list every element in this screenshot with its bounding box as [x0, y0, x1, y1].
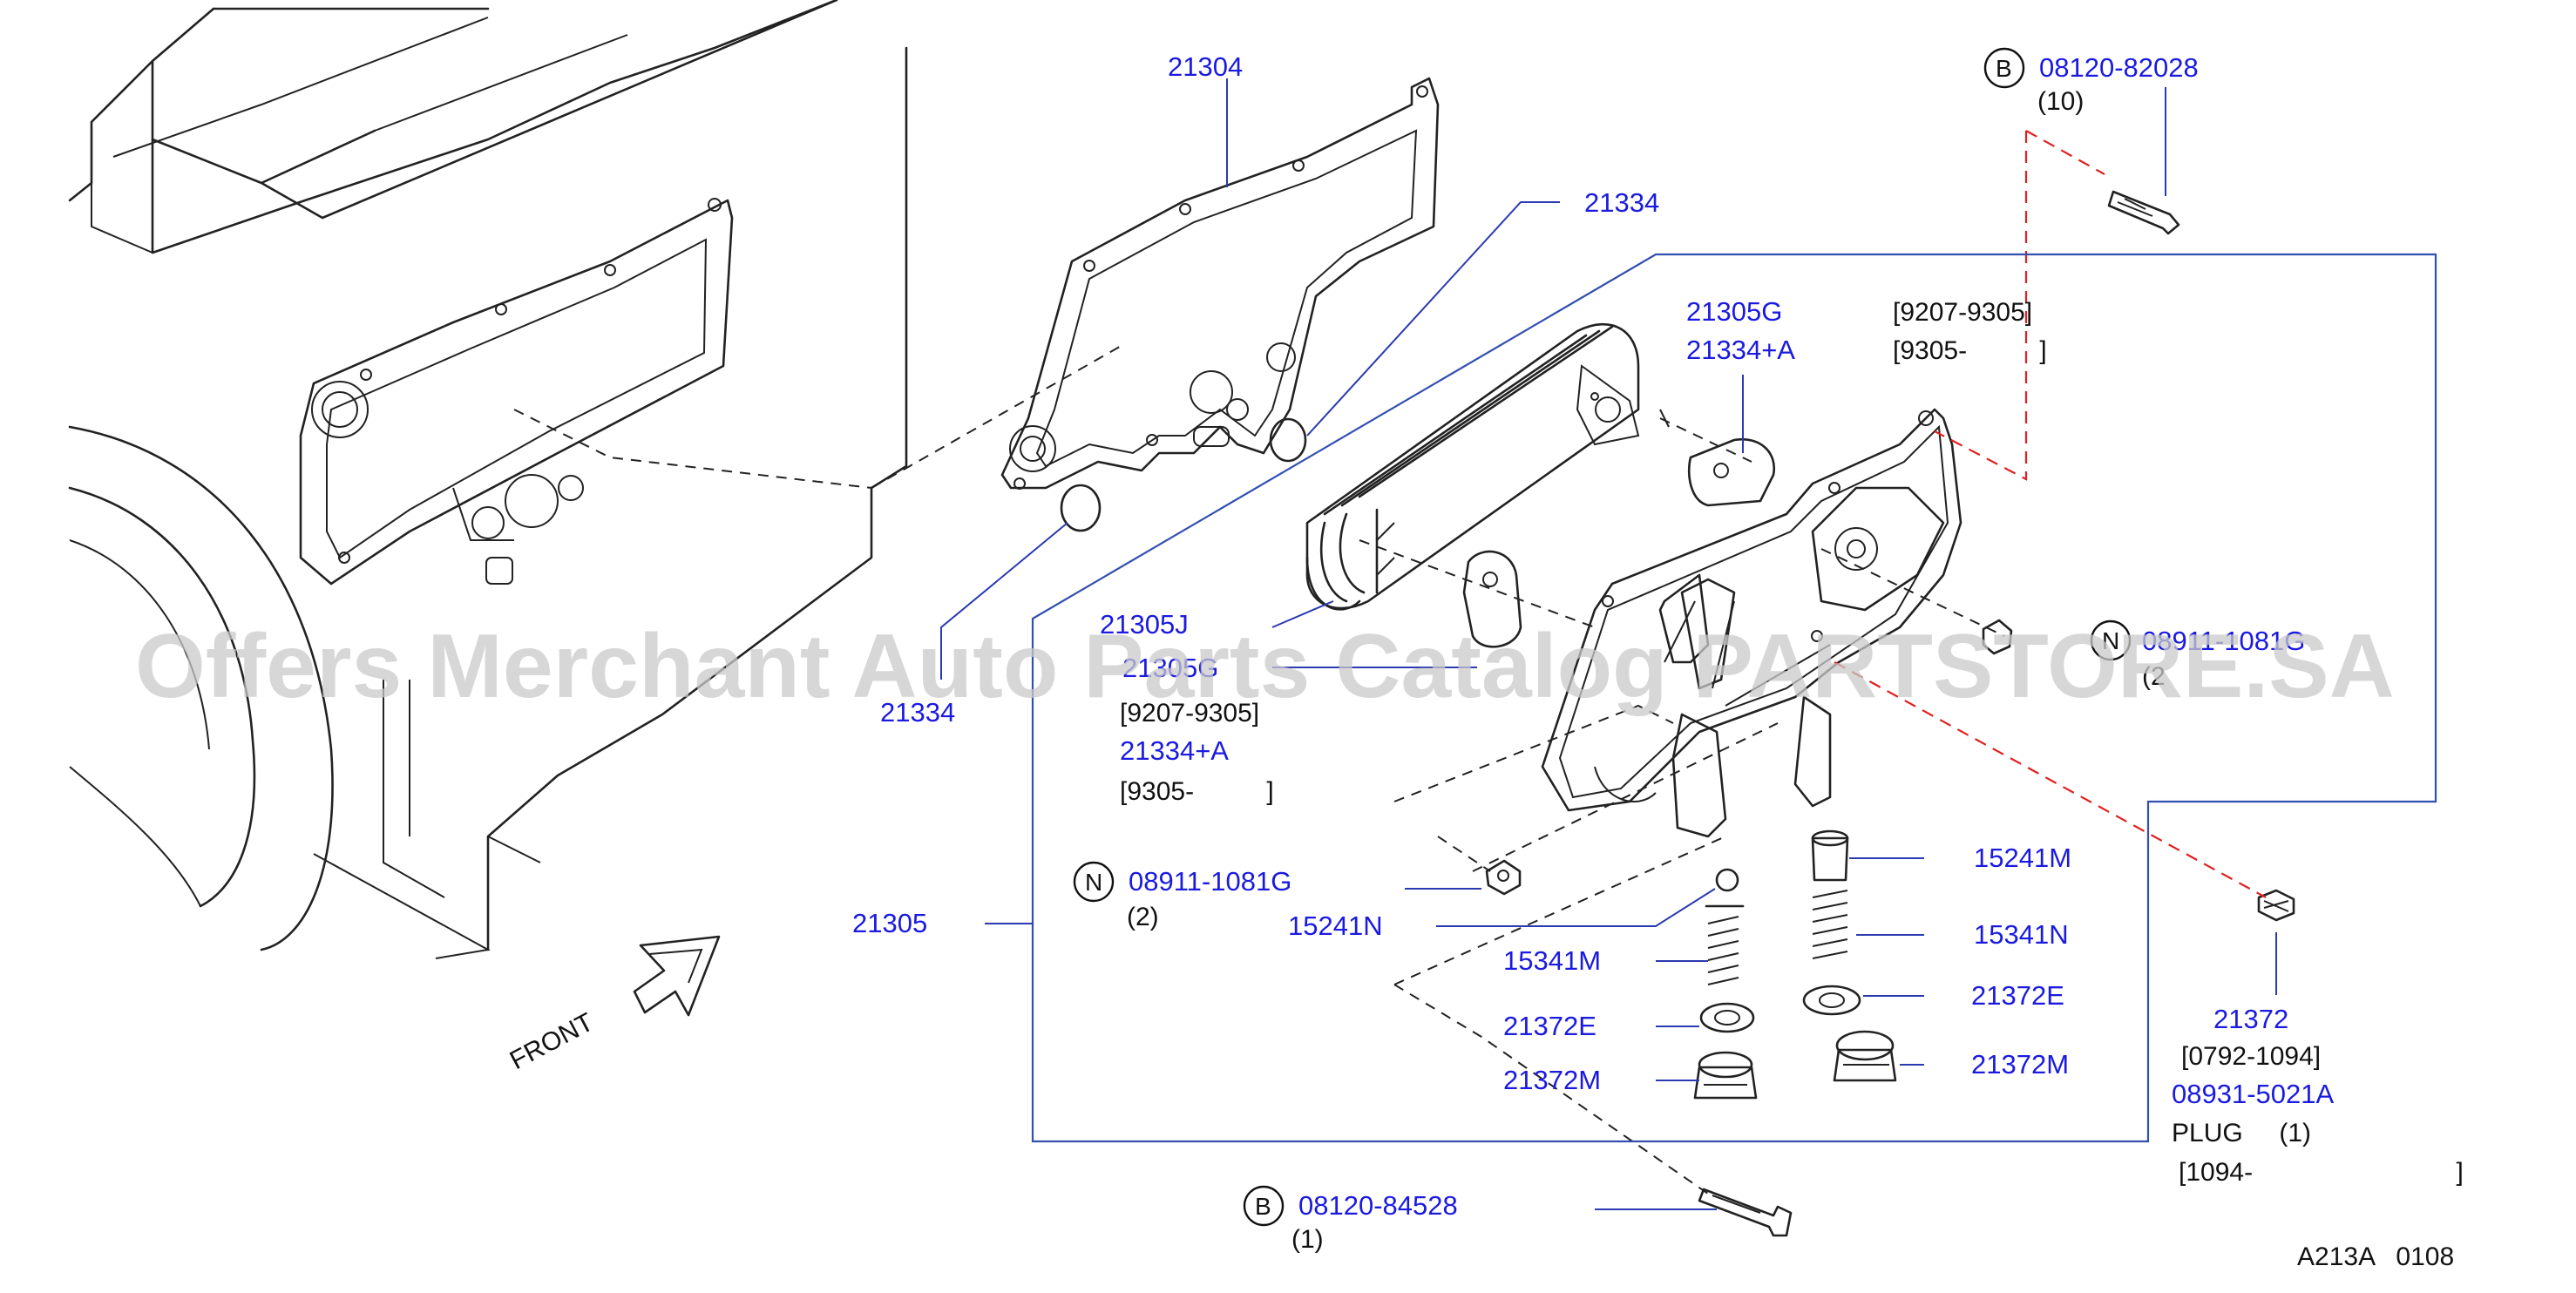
range-9305-top: [9305- ]: [1893, 336, 2047, 365]
range-1094: [1094- ]: [2179, 1158, 2464, 1187]
label-21372e-left[interactable]: 21372E: [1503, 1011, 1596, 1041]
plug-label: PLUG (1): [2172, 1119, 2311, 1147]
label-21305[interactable]: 21305: [852, 908, 927, 938]
label-21334a-top[interactable]: 21334+A: [1686, 335, 1795, 365]
label-08120-82028[interactable]: 08120-82028: [2039, 52, 2199, 83]
qty-08911-left: (2): [1127, 903, 1159, 931]
nut-right-marker-icon: [2090, 619, 2132, 661]
front-label: FRONT: [505, 1008, 599, 1076]
label-21334-left[interactable]: 21334: [880, 697, 955, 728]
oil-cooler-core: [1305, 322, 1670, 611]
label-08931-5021a[interactable]: 08931-5021A: [2172, 1079, 2334, 1109]
bolt-08120-84528: [1698, 1188, 1793, 1237]
range-9305-mid: [9305- ]: [1120, 777, 1274, 806]
gasket-21304: [1000, 77, 1440, 490]
gasket-21305j: [1462, 550, 1522, 648]
label-08911-1081g-left[interactable]: 08911-1081G: [1129, 866, 1291, 897]
label-21372m-left[interactable]: 21372M: [1503, 1065, 1601, 1095]
bolt-08120-82028: [2107, 190, 2180, 235]
label-15241m[interactable]: 15241M: [1974, 843, 2071, 873]
watermark: Offers Merchant Auto Parts Catalog PARTS…: [135, 616, 2395, 717]
nut-left-marker: N: [1085, 869, 1102, 896]
label-15341n[interactable]: 15341N: [1974, 919, 2069, 950]
diagram-code: A213A 0108: [2297, 1242, 2454, 1271]
front-arrow: [633, 935, 721, 1017]
label-08120-84528[interactable]: 08120-84528: [1298, 1190, 1458, 1221]
gasket-21334a: [1687, 437, 1776, 507]
assembly-outline: [1031, 253, 2437, 1143]
bolt-top-marker: B: [1996, 55, 2012, 82]
label-21305g-mid[interactable]: 21305G: [1122, 653, 1218, 683]
oil-cooler-housing: [1541, 408, 1963, 838]
range-9207-9305-mid: [9207-9305]: [1120, 699, 1259, 728]
plug-21372: [2257, 889, 2295, 922]
nut-right-marker: N: [2102, 627, 2119, 654]
nut-left-marker-icon: [1073, 861, 1115, 903]
range-0792-1094: [0792-1094]: [2181, 1042, 2321, 1071]
oring-21334-left: [1060, 484, 1102, 532]
bolt-bottom-marker: B: [1255, 1193, 1271, 1220]
nut-08911-left: [1485, 859, 1522, 896]
label-08911-1081g-right[interactable]: 08911-1081G: [2142, 626, 2305, 656]
label-21372m-right[interactable]: 21372M: [1971, 1049, 2069, 1080]
label-21334a-mid[interactable]: 21334+A: [1120, 735, 1229, 766]
label-21305g-top[interactable]: 21305G: [1686, 296, 1782, 327]
qty-08911-right: (2: [2142, 662, 2166, 691]
label-21372e-right[interactable]: 21372E: [1971, 980, 2064, 1011]
bolt-bottom-marker-icon: [1243, 1185, 1285, 1227]
label-21372[interactable]: 21372: [2213, 1004, 2288, 1034]
label-15341m[interactable]: 15341M: [1503, 945, 1601, 976]
label-15241n[interactable]: 15241N: [1288, 911, 1383, 941]
oring-21334-upper: [1269, 417, 1307, 463]
engine-block: [68, 0, 908, 959]
label-21304[interactable]: 21304: [1168, 51, 1243, 82]
nut-08911-right: [1982, 619, 2013, 655]
label-21305j[interactable]: 21305J: [1100, 609, 1189, 640]
label-21334-upper[interactable]: 21334: [1584, 187, 1659, 218]
relief-valve-left: [1693, 868, 1758, 1100]
relief-valve-right: [1802, 829, 1897, 1082]
bolt-top-marker-icon: [1983, 47, 2025, 89]
qty-08120-84528: (1): [1291, 1225, 1324, 1254]
leader-lines: [940, 78, 2277, 1210]
qty-08120-82028: (10): [2037, 87, 2084, 116]
range-9207-9305-top: [9207-9305]: [1893, 298, 2032, 327]
